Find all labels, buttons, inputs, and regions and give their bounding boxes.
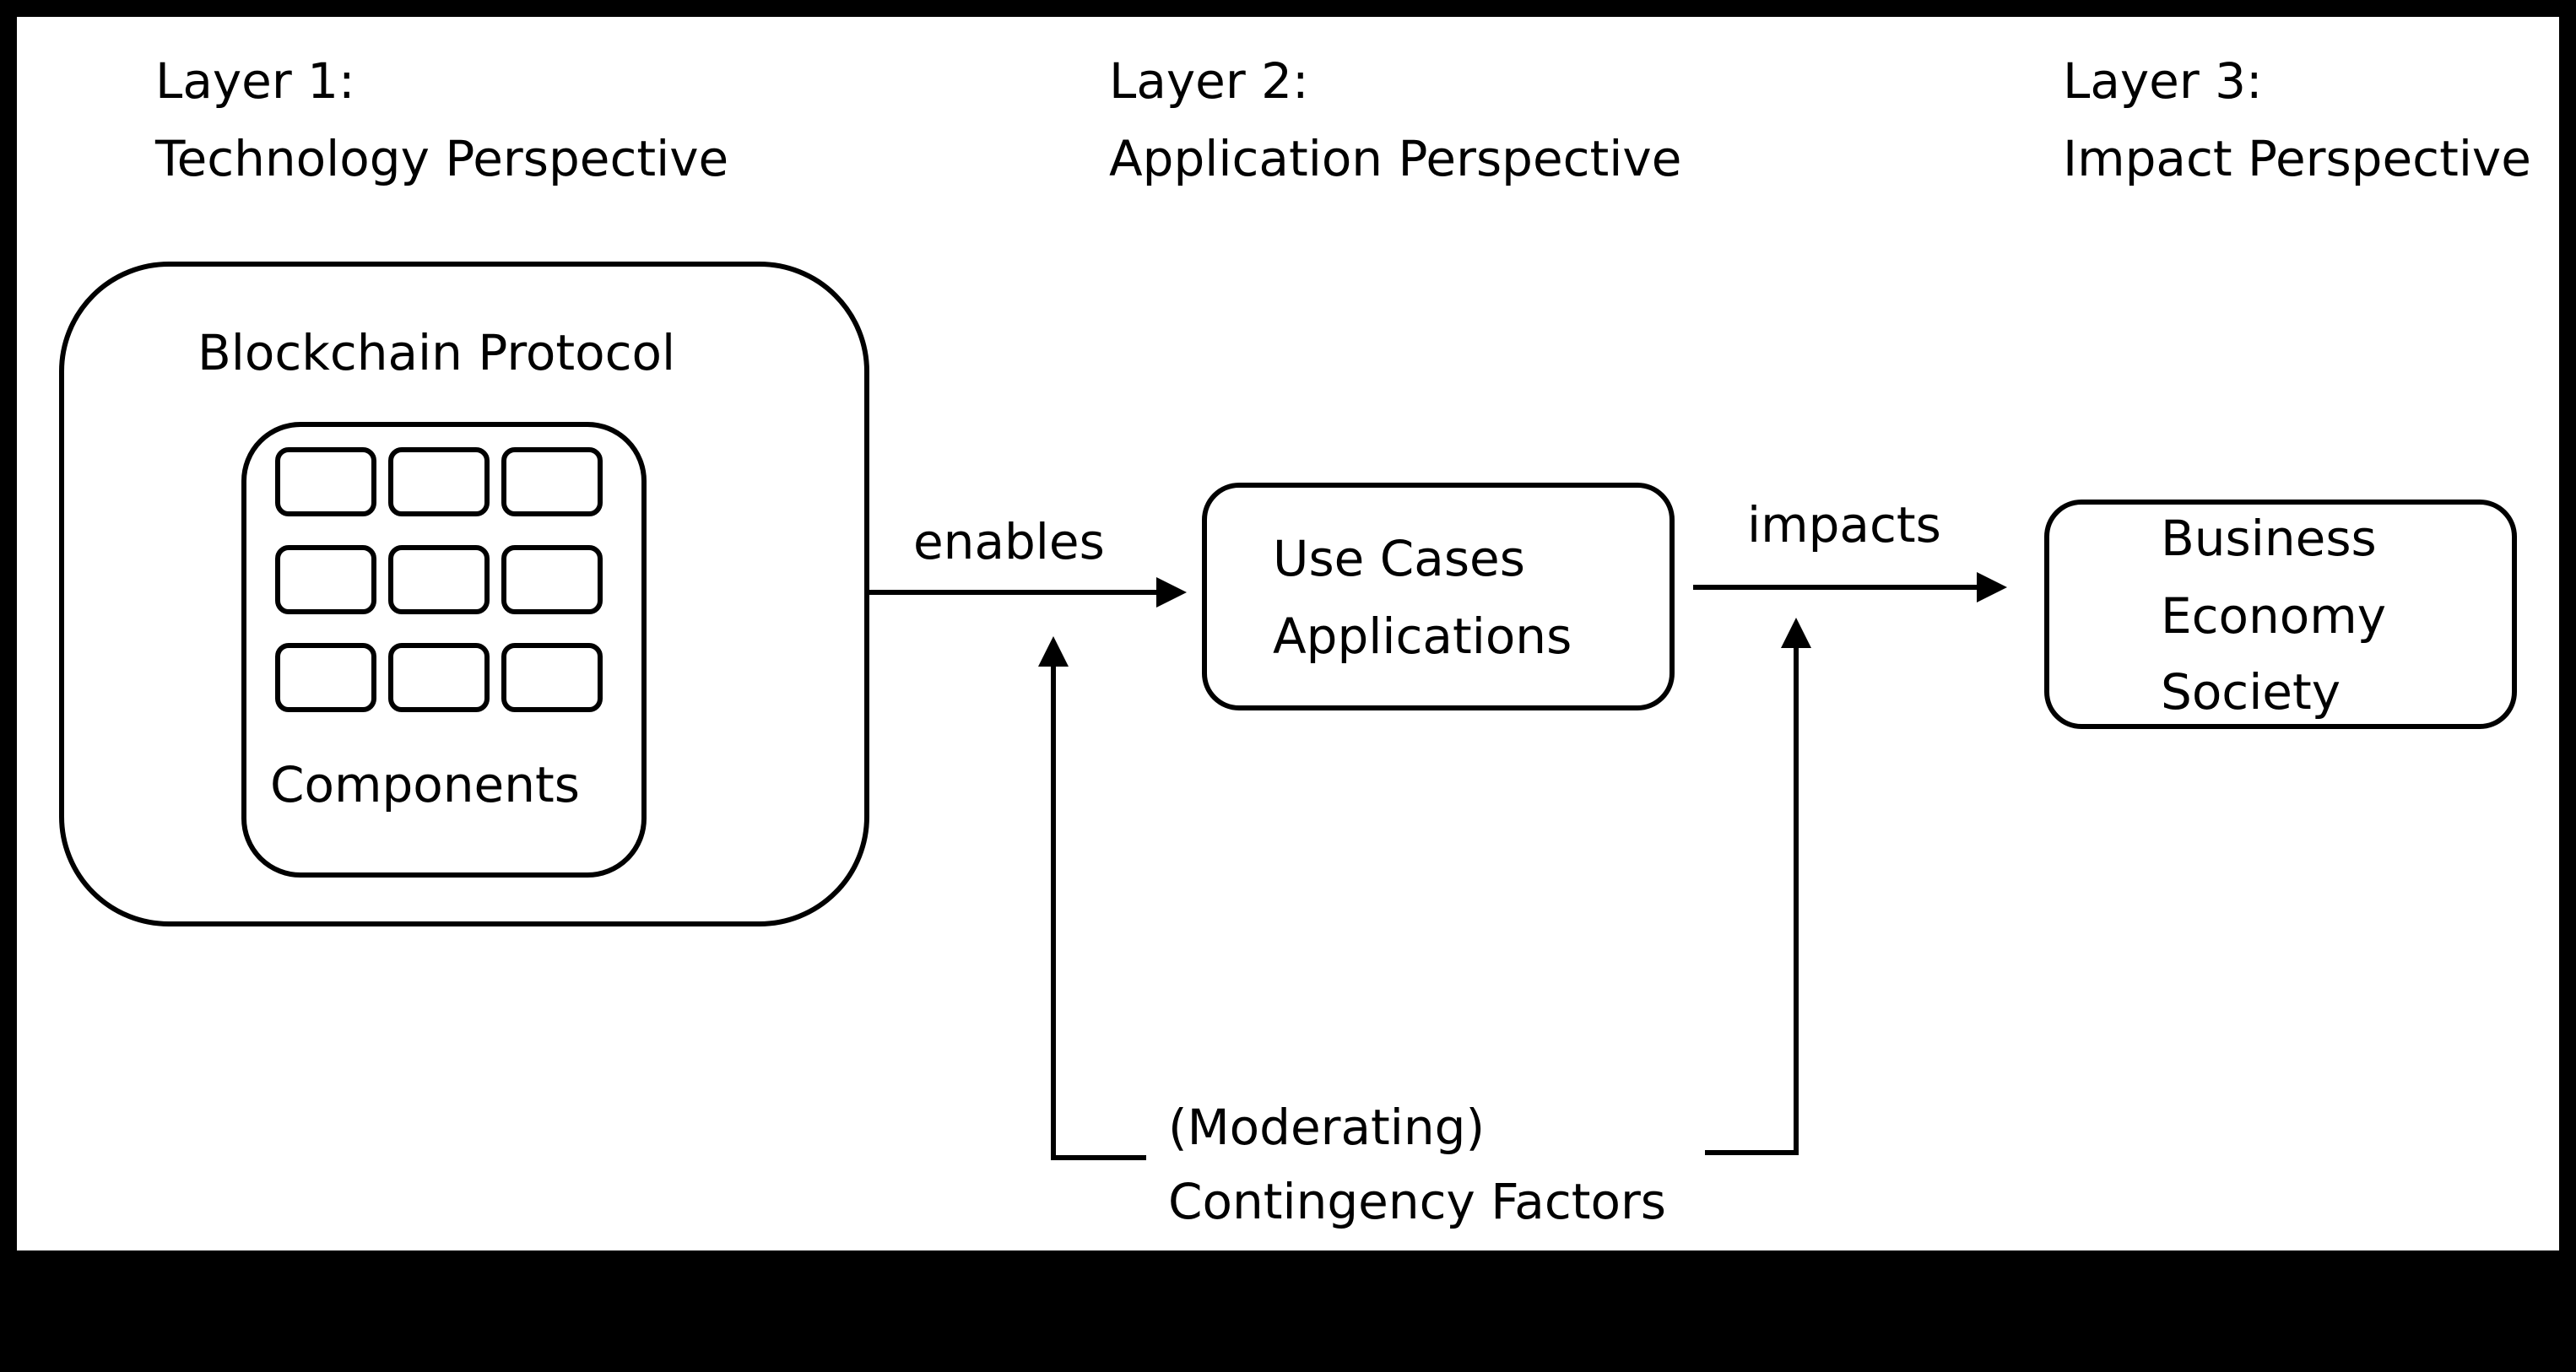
impact-line-1: Business	[2161, 510, 2377, 567]
moderating-arrow-left	[1038, 636, 1146, 1160]
layer-2-title: Application Perspective	[1109, 130, 1682, 187]
component-cell	[388, 545, 490, 614]
impact-line-2: Economy	[2161, 587, 2387, 645]
component-cell	[501, 447, 603, 516]
component-cell	[388, 643, 490, 712]
component-cell	[501, 545, 603, 614]
impact-line-3: Society	[2161, 663, 2341, 721]
blockchain-protocol-title: Blockchain Protocol	[198, 324, 676, 381]
use-cases-line-1: Use Cases	[1273, 530, 1525, 587]
component-cell	[501, 643, 603, 712]
component-cell	[275, 545, 376, 614]
layer-3-label: Layer 3:	[2063, 52, 2263, 110]
impacts-label: impacts	[1747, 496, 1941, 554]
layer-3-title: Impact Perspective	[2063, 130, 2531, 187]
layer-1-label: Layer 1:	[155, 52, 355, 110]
contingency-line-2: Contingency Factors	[1168, 1173, 1667, 1230]
contingency-line-1: (Moderating)	[1168, 1099, 1486, 1156]
use-cases-line-2: Applications	[1273, 608, 1572, 665]
component-cell	[275, 447, 376, 516]
component-cell	[275, 643, 376, 712]
impact-box	[2044, 500, 2517, 729]
moderating-arrow-right	[1705, 618, 1811, 1155]
layer-2-label: Layer 2:	[1109, 52, 1309, 110]
component-cell	[388, 447, 490, 516]
enables-label: enables	[913, 513, 1105, 570]
components-label: Components	[270, 756, 580, 813]
layer-1-title: Technology Perspective	[155, 130, 729, 187]
use-cases-box	[1202, 483, 1675, 710]
